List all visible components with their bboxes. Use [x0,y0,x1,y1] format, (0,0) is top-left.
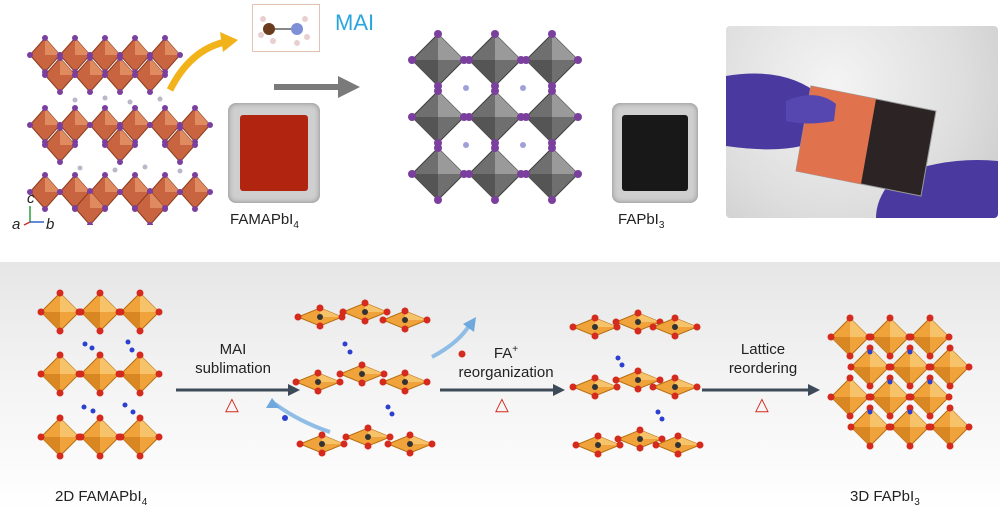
step-2-line1: FA+ [493,344,519,362]
stage-2d-famapbi4 [37,289,163,460]
stage-mai-sublimated [266,299,476,457]
bottom-panel: MAI sublimation △ FA+ reorganization △ L… [0,262,1000,512]
top-panel: c a b MAI FAMAPbI4 [10,4,998,236]
stage-fa-reorganized [569,309,704,458]
heat-symbol-3: △ [755,394,769,414]
structure-3d-fapbi3 [407,29,583,205]
film-2d-red [240,115,308,191]
film-3d-black [622,115,688,191]
axis-triad: c a b [10,190,70,236]
transformation-scheme [37,289,973,460]
axis-b-label: b [46,216,55,233]
stage-label-3d: 3D FAPbI3 [850,488,920,508]
mai-label: MAI [335,10,375,35]
mai-escape-arrow [273,402,331,434]
stage-3d-fapbi3 [827,314,973,450]
step-2-line2: reorganization [458,364,554,381]
step-3-line2: reordering [728,360,798,377]
step-1-line1: MAI [219,341,247,358]
step-label-1: MAI sublimation [183,340,283,378]
stage-label-2d: 2D FAMAPbI4 [55,488,148,508]
step-label-2: FA+ reorganization [447,340,565,382]
gloved-hand-holding-film [726,73,998,218]
mai-release-arrow [166,38,226,92]
fa-cations-3d [463,85,526,148]
structure-2d-famapbi4 [26,32,238,225]
octahedra-layer-1 [26,34,184,96]
axis-arrows-icon [23,206,44,226]
axis-c-label: c [27,190,35,207]
sample-label-3d: FAPbI3 [618,211,665,231]
octahedra-layer-2 [26,104,214,166]
photo-film-in-hand [726,26,998,218]
step-label-3: Lattice reordering [713,340,813,378]
sample-label-2d: FAMAPbI4 [230,211,299,231]
mai-molecule-thumbnail [252,4,320,52]
heat-symbol-1: △ [225,394,239,414]
step-1-line2: sublimation [195,360,271,377]
film-sample-2d [228,103,320,203]
film-sample-3d [612,103,698,203]
mai-molecule-icon [258,16,310,46]
organic-spacer-1 [72,95,163,105]
conversion-arrow [274,76,360,98]
organic-spacer-2 [77,164,183,174]
heat-symbol-2: △ [495,394,509,414]
step-3-line1: Lattice [740,341,786,358]
axis-a-label: a [12,216,21,233]
